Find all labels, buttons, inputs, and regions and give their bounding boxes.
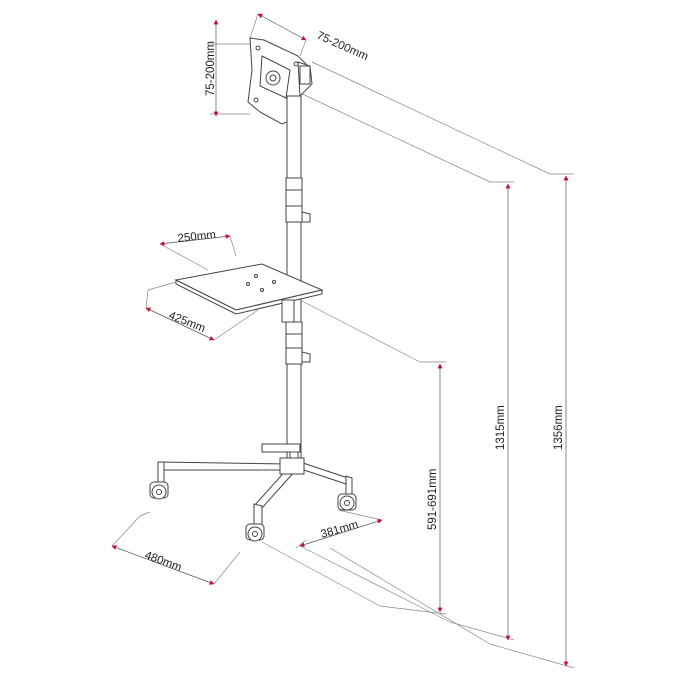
vesa-mount-plate	[247, 37, 313, 125]
casters	[149, 481, 357, 542]
dimension-lines	[111, 13, 569, 667]
shelf-depth-dimension	[159, 234, 231, 246]
extension-lines	[111, 13, 575, 669]
base-width-dimension	[111, 545, 215, 585]
caster-front	[245, 523, 265, 542]
base-depth-label: 381mm	[320, 519, 360, 541]
caster-left	[149, 481, 169, 500]
mount-low-height-label: 1315mm	[495, 405, 507, 450]
shelf-depth-label: 250mm	[177, 229, 216, 245]
shelf-height-label: 591-691mm	[427, 469, 439, 530]
mount-width-dimension	[257, 13, 307, 41]
shelf-width-label: 425mm	[167, 310, 207, 335]
caster-right	[337, 493, 357, 511]
shelf-width-dimension	[145, 307, 215, 341]
shelf	[174, 263, 324, 323]
mount-width-label: 75-200mm	[315, 30, 370, 63]
cart-base	[157, 443, 353, 527]
mount-height-label: 75-200mm	[205, 41, 217, 96]
total-height-label: 1356mm	[553, 405, 565, 450]
base-width-label: 480mm	[143, 550, 183, 574]
base-depth-dimension	[299, 518, 383, 548]
